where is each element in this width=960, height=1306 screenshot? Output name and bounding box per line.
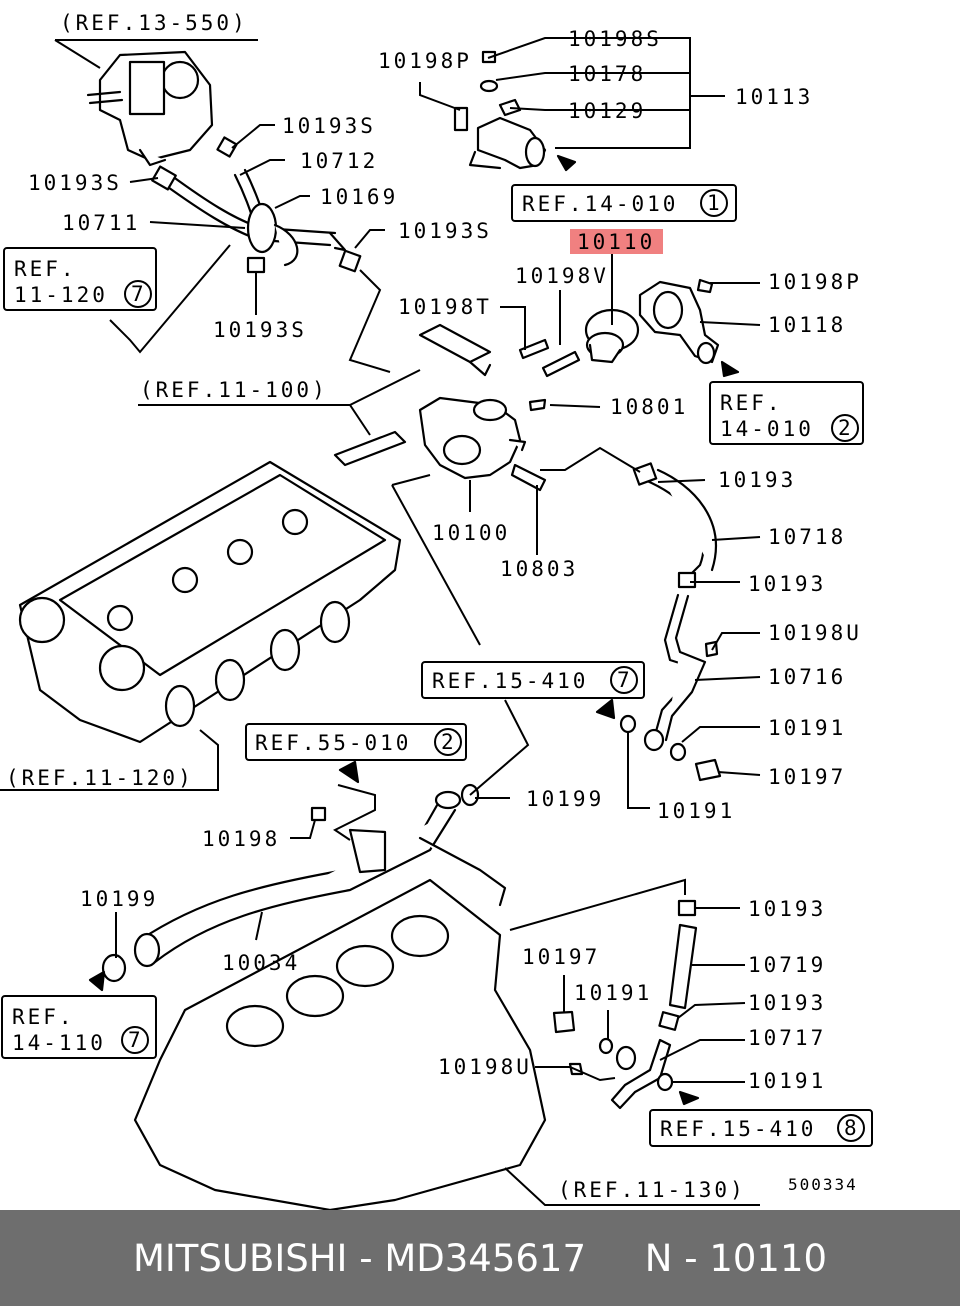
water-pipe-housing-part [418,396,547,492]
label-10197-b: 10197 [522,945,600,969]
ref-14-110-box [1,995,157,1059]
label-10129: 10129 [568,99,646,123]
caption-bar: MITSUBISHI - MD345617 N - 10110 [0,1210,960,1306]
ref-11-120-box-line2: 11-120 [14,283,108,307]
ref-14-010-2-box [709,381,864,445]
ref-14-010-2-line2: 14-010 [720,417,814,441]
label-10193-d: 10193 [748,991,826,1015]
ref-11-120-box [3,247,157,311]
label-10198U-b: 10198U [438,1055,532,1079]
ref-11-100-label: (REF.11-100) [140,378,328,402]
ref-14-010-1-label: REF.14-010 [522,192,678,216]
label-10193-b: 10193 [748,572,826,596]
label-10191-a: 10191 [768,716,846,740]
ref-15-410-8-label: REF.15-410 [660,1117,816,1141]
ref-14-110-line2: 14-110 [12,1031,106,1055]
ref-11-130-label: (REF.11-130) [558,1178,746,1202]
hose-and-pipe-10719-10717 [552,899,700,1110]
ref-11-120-paren-label: (REF.11-120) [6,766,194,790]
ref-14-010-2-num: 2 [838,416,851,440]
label-10118: 10118 [768,313,846,337]
ref-14-010-1-num: 1 [707,191,720,215]
label-10198P-top: 10198P [378,49,472,73]
label-10193-c: 10193 [748,897,826,921]
label-10193-a: 10193 [718,468,796,492]
label-10193S-d: 10193S [213,318,307,342]
label-10100: 10100 [432,521,510,545]
ref-55-010-num: 2 [441,730,454,754]
label-10191-c: 10191 [574,981,652,1005]
label-10197-a: 10197 [768,765,846,789]
label-10198T: 10198T [398,295,492,319]
label-10716: 10716 [768,665,846,689]
ref-14-110-num: 7 [128,1028,141,1052]
leader-lines [0,37,761,1206]
ref-14-010-1-box [511,184,737,222]
label-10198V: 10198V [515,264,609,288]
ref-55-010-label: REF.55-010 [255,731,411,755]
label-10803: 10803 [500,557,578,581]
label-10193S-a: 10193S [282,114,376,138]
label-10198U-a: 10198U [768,621,862,645]
bypass-hose-assembly [151,136,362,274]
label-10717: 10717 [748,1026,826,1050]
label-10193S-b: 10193S [28,171,122,195]
cylinder-head-part [18,460,402,744]
ref-55-010-box [245,723,467,761]
label-10169: 10169 [320,185,398,209]
label-10718: 10718 [768,525,846,549]
ref-11-120-box-line1: REF. [14,257,77,281]
ref-15-410-7-label: REF.15-410 [432,669,588,693]
label-10110-target: 10110 [577,230,655,254]
label-10191-d: 10191 [748,1069,826,1093]
label-10719: 10719 [748,953,826,977]
label-10178: 10178 [568,62,646,86]
label-10191-b: 10191 [657,799,735,823]
drawing-number: 500334 [788,1175,858,1194]
target-part-highlight [570,229,663,254]
label-10198S-top: 10198S [568,27,662,51]
label-10711: 10711 [62,211,140,235]
label-10198: 10198 [202,827,280,851]
water-pipe-10034-part [88,760,507,992]
parts-diagram: (REF.13-550) 10198P 10198S 10178 10129 1… [0,11,873,1210]
water-outlet-fitting-part [453,50,577,172]
throttle-body-part [86,50,214,167]
ref-15-410-7-num: 7 [617,668,630,692]
ref-15-410-8-box [649,1109,873,1147]
part-labels: (REF.13-550) 10198P 10198S 10178 10129 1… [6,11,862,1202]
hose-and-pipe-10718-10716 [595,462,722,782]
thermostat-housing-part [638,278,740,378]
label-10712: 10712 [300,149,378,173]
ref-15-410-8-num: 8 [844,1116,857,1140]
ref-13-550-label: (REF.13-550) [60,11,248,35]
label-10199-a: 10199 [526,787,604,811]
ref-11-120-box-num: 7 [131,282,144,306]
ref-14-110-line1: REF. [12,1005,75,1029]
caption-text: MITSUBISHI - MD345617 N - 10110 [132,1236,828,1280]
label-10198P-right: 10198P [768,270,862,294]
label-10113: 10113 [735,85,813,109]
label-10199-b: 10199 [80,887,158,911]
gasket-parts [333,323,492,467]
label-10034: 10034 [222,951,300,975]
label-10801: 10801 [610,395,688,419]
cylinder-block-part [133,878,547,1210]
label-10193S-c: 10193S [398,219,492,243]
ref-14-010-2-line1: REF. [720,391,783,415]
bolts-10198T-10198V [518,338,581,378]
ref-15-410-7-box [421,661,645,699]
